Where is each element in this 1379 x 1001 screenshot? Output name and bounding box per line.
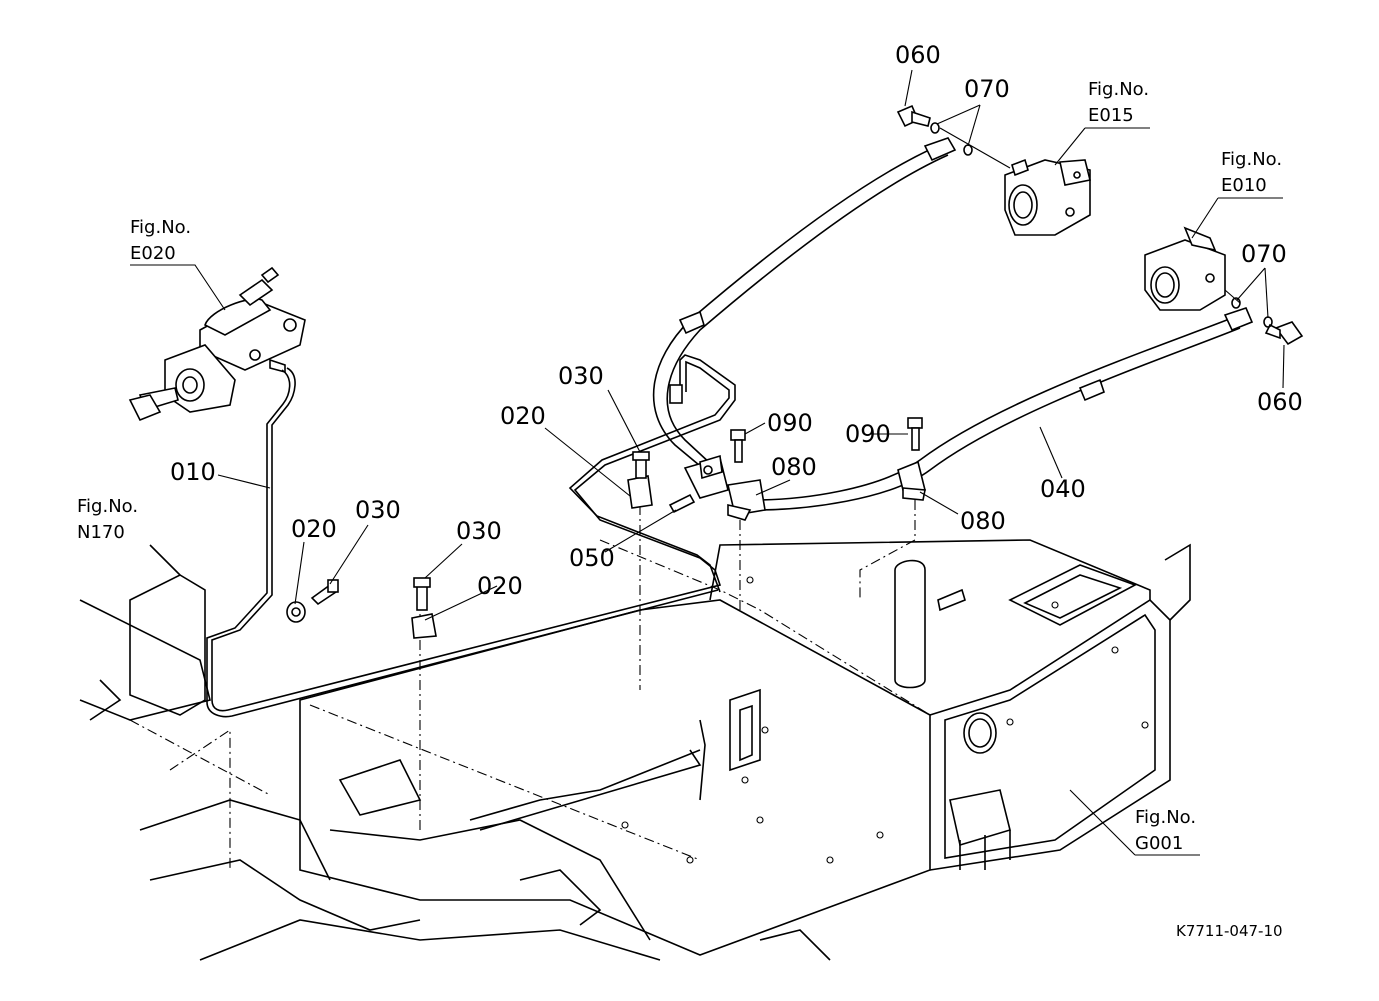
callout-090-right: 090 [845,420,891,448]
bolt-090-right [907,417,923,451]
fig-ref-e020-code: E020 [130,243,176,264]
callout-060-upper: 060 [895,41,941,69]
master-cylinder [128,266,306,422]
fig-ref-e010-prefix: Fig.No. [1221,149,1282,170]
callout-080-right: 080 [960,507,1006,535]
brake-hose-upper [652,137,957,471]
fig-ref-e010-code: E010 [1221,175,1267,196]
chassis-frame [79,480,1191,961]
banjo-bolt-060-upper [896,104,931,128]
callout-090-left: 090 [767,409,813,437]
callout-030-clip-lower: 030 [456,517,502,545]
fig-ref-e015-prefix: Fig.No. [1088,79,1149,100]
bolt-030-left [310,579,339,606]
callout-030-bolt-left: 030 [355,496,401,524]
fig-ref-n170: Fig.No. N170 [77,496,138,543]
part-callouts: 010 020 030 030 020 020 030 050 090 080 … [170,41,1303,600]
fig-ref-e020: Fig.No. E020 [130,217,191,264]
callout-040: 040 [1040,475,1086,503]
callout-060-lower: 060 [1257,388,1303,416]
fig-ref-n170-prefix: Fig.No. [77,496,138,517]
washer-070-upper-a [930,122,940,134]
washer-070-upper-b [963,144,973,156]
callout-010: 010 [170,458,216,486]
callout-080-left: 080 [771,453,817,481]
frame-holes [621,576,1149,864]
fig-ref-g001: Fig.No. G001 [1135,807,1196,854]
callout-030-clip-upper: 030 [558,362,604,390]
pipe-clip-lower [411,577,437,639]
drawing-code: K7711-047-10 [1176,922,1283,940]
callout-020-clip-lower: 020 [477,572,523,600]
brake-pipe-010 [206,354,736,718]
clamp-080-left [727,479,766,521]
clamp-080-right [897,460,926,501]
bolt-090-left [730,429,746,463]
fig-ref-g001-code: G001 [1135,833,1183,854]
callout-050: 050 [569,544,615,572]
fig-ref-g001-prefix: Fig.No. [1135,807,1196,828]
fig-ref-e015-code: E015 [1088,105,1134,126]
banjo-bolt-060-lower [1264,321,1304,346]
fig-ref-n170-code: N170 [77,522,125,543]
callout-070-upper: 070 [964,75,1010,103]
brake-hose-040 [754,307,1254,511]
fig-ref-e010: Fig.No. E010 [1221,149,1282,196]
callout-070-lower: 070 [1241,240,1287,268]
fig-ref-e020-prefix: Fig.No. [130,217,191,238]
washer-070-lower-b [1263,316,1273,328]
wheel-cylinder-e015 [1004,158,1091,236]
bolt-050 [668,493,696,514]
three-way-joint [683,454,729,499]
nut-020 [286,601,306,623]
callout-020-nut: 020 [291,515,337,543]
callout-020-clip-upper: 020 [500,402,546,430]
wheel-cylinder-e010 [1144,226,1226,311]
pipe-clip-upper [627,451,653,509]
fig-ref-e015: Fig.No. E015 [1088,79,1149,126]
leader-lines [130,69,1285,856]
